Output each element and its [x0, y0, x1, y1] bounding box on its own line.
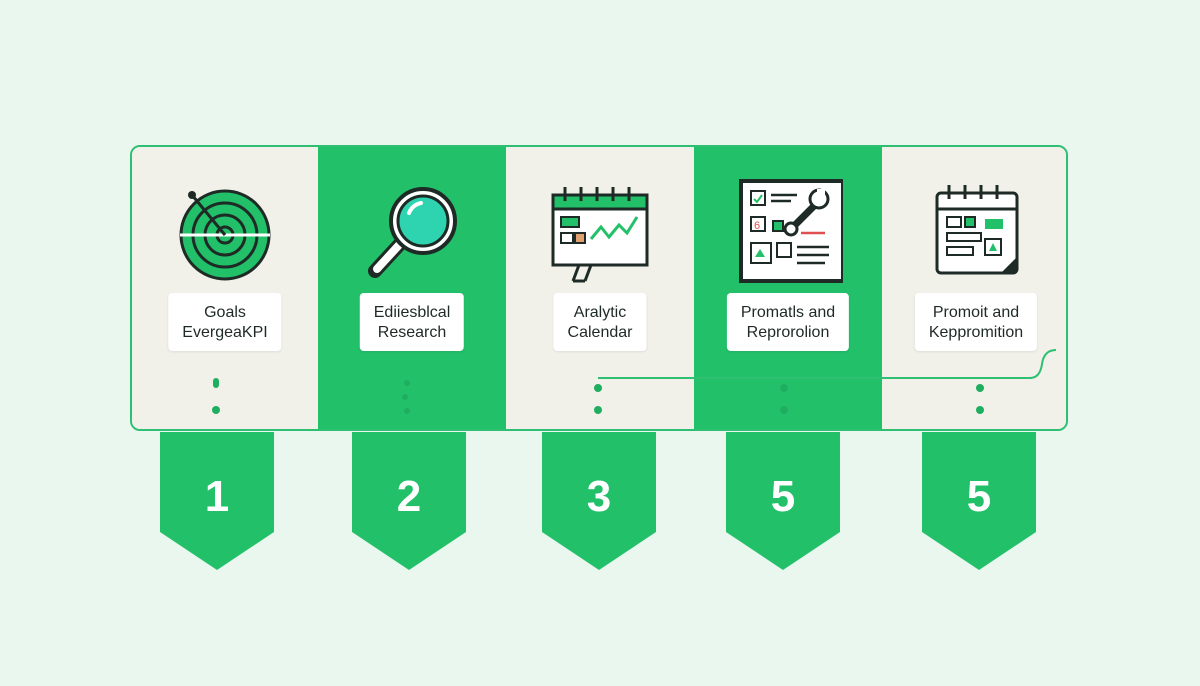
step-label-2: Ediiesblcal Research — [359, 293, 465, 351]
step-number-2: 2 — [396, 472, 422, 521]
calendar-icon — [921, 177, 1031, 287]
connector-curve — [1029, 349, 1057, 379]
step-number-5: 5 — [966, 472, 992, 521]
connector-line — [598, 377, 1032, 379]
step-number-4: 5 — [770, 472, 796, 521]
step-arrow-3: 3 — [542, 432, 656, 570]
step-label-3: Aralytic Calendar — [553, 293, 647, 351]
calendar-chart-icon — [545, 177, 655, 287]
step-panel-1: Goals EvergeaKPI — [132, 147, 318, 429]
magnifier-icon — [357, 177, 467, 287]
step-label-1: Goals EvergeaKPI — [168, 293, 282, 351]
step-arrow-1: 1 — [160, 432, 274, 570]
step-panel-3: Aralytic Calendar — [506, 147, 694, 429]
step-panel-2: Ediiesblcal Research — [318, 147, 506, 429]
board-wrench-icon: 6 — [733, 177, 845, 287]
step-arrow-5: 5 — [922, 432, 1036, 570]
target-icon — [170, 177, 280, 287]
step-number-3: 3 — [586, 472, 612, 521]
step-panel-5: Promoit and Keppromition — [882, 147, 1066, 429]
step-arrow-2: 2 — [352, 432, 466, 570]
step-arrow-4: 5 — [726, 432, 840, 570]
svg-text:6: 6 — [754, 220, 760, 232]
step-panel-4: 6 Promatls and Reprorolion — [694, 147, 882, 429]
step-label-4: Promatls and Reprorolion — [726, 293, 850, 351]
step-label-5: Promoit and Keppromition — [914, 293, 1038, 351]
process-board: Goals EvergeaKPI Ediiesblcal Research — [130, 145, 1068, 431]
step-number-1: 1 — [204, 472, 230, 521]
